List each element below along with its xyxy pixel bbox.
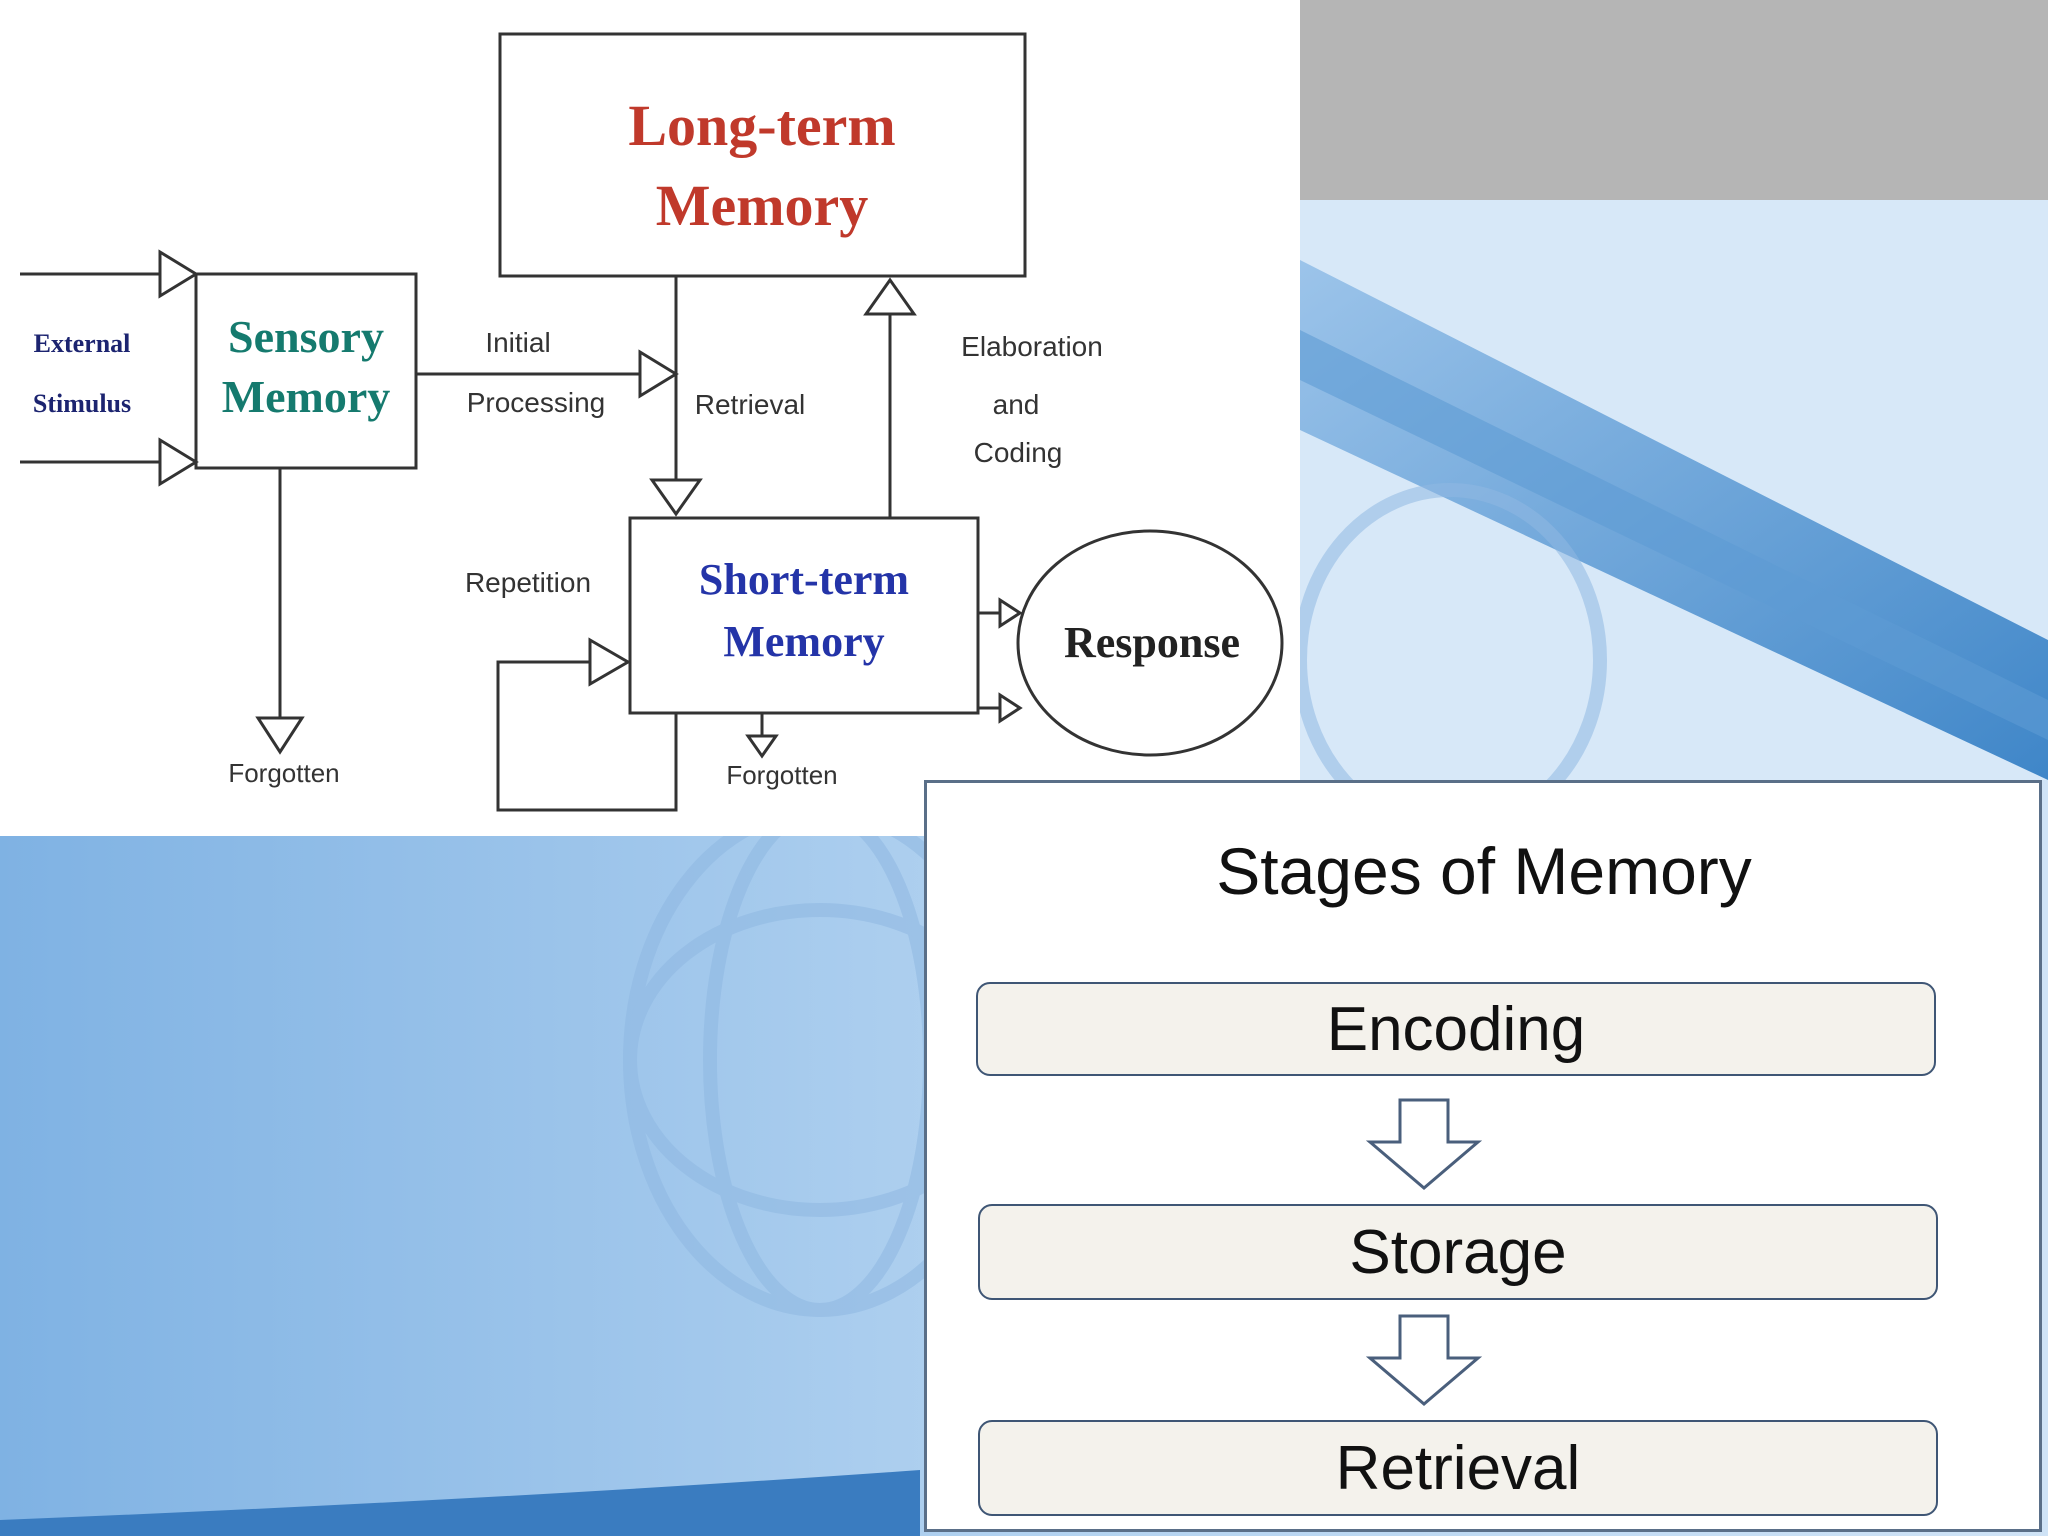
diagram-canvas <box>0 0 1300 836</box>
repetition-arrow-icon <box>588 637 631 687</box>
sensory-label-line1: Sensory <box>228 311 384 362</box>
initial-label-line2: Processing <box>467 387 606 418</box>
stage-storage: Storage <box>978 1204 1938 1300</box>
external-label-line1: External <box>34 329 131 358</box>
sensory-forgotten-arrow-icon <box>255 716 305 755</box>
elaboration-label-line1: Elaboration <box>961 331 1103 362</box>
memory-model-diagram: Long-term Memory Sensory Memory Short-te… <box>0 0 1300 836</box>
response-label: Response <box>1064 618 1240 667</box>
response-arrow-top-icon <box>998 597 1023 629</box>
stage-retrieval: Retrieval <box>978 1420 1938 1516</box>
short-term-label-line1: Short-term <box>699 555 909 604</box>
initial-label-line1: Initial <box>485 327 550 358</box>
elaboration-arrow-icon <box>863 277 917 316</box>
initial-processing-arrow-icon <box>638 349 679 399</box>
sensory-memory-box <box>194 272 418 470</box>
retrieval-annotation: Retrieval <box>695 389 805 420</box>
stage-encoding: Encoding <box>976 982 1936 1076</box>
short-term-memory-box <box>628 516 980 715</box>
stimulus-arrow-bottom-icon <box>158 437 199 487</box>
forgotten-sensory-label: Forgotten <box>228 758 339 788</box>
short-term-label-line2: Memory <box>723 617 884 666</box>
stimulus-arrow-top-icon <box>158 249 199 299</box>
arrow-down-icon <box>1366 1314 1482 1406</box>
response-circle <box>1016 529 1284 757</box>
stages-title: Stages of Memory <box>1216 834 1752 908</box>
gray-band <box>1300 0 2048 200</box>
long-term-label-line2: Memory <box>656 173 869 238</box>
arrow-down-icon <box>1366 1098 1482 1190</box>
elaboration-label-line3: Coding <box>974 437 1063 468</box>
stages-panel <box>924 780 2042 1532</box>
repetition-label: Repetition <box>465 567 591 598</box>
diagonal-stripe-inner <box>1300 330 2048 740</box>
external-label-line2: Stimulus <box>33 389 131 418</box>
long-term-label-line1: Long-term <box>628 93 895 158</box>
response-arrow-bottom-icon <box>998 692 1023 724</box>
retrieval-arrow-icon <box>649 478 703 517</box>
bottom-wave <box>0 1470 920 1536</box>
forgotten-short-label: Forgotten <box>726 760 837 790</box>
repetition-loop <box>496 660 678 812</box>
long-term-memory-box <box>498 32 1027 278</box>
elaboration-label-line2: and <box>993 389 1040 420</box>
short-forgotten-arrow-icon <box>745 734 779 759</box>
sensory-label-line2: Memory <box>222 371 391 422</box>
